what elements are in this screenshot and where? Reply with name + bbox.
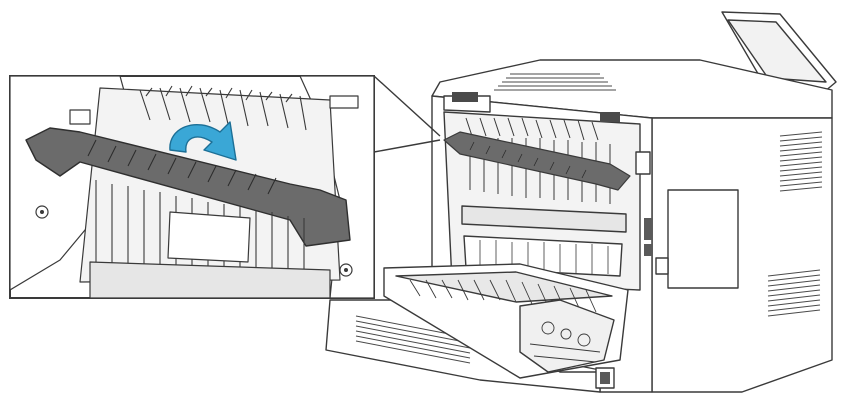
- inset-tab-left: [69, 109, 91, 125]
- detail-inset: [9, 75, 375, 299]
- bracket-dark-right: [600, 112, 620, 122]
- bracket-dark: [452, 92, 478, 102]
- fuser-lever-large: [25, 127, 351, 247]
- printer: [325, 11, 837, 393]
- lever-teeth-large: [87, 139, 277, 195]
- side-vent-lower: [767, 269, 821, 317]
- inset-tab-right: [329, 95, 359, 109]
- rear-label-plate: [635, 151, 651, 175]
- side-vent-upper: [779, 131, 823, 192]
- fuser-roller: [461, 205, 627, 233]
- lever-teeth-small: [469, 141, 587, 179]
- rear-door-ribs: [409, 279, 597, 313]
- curved-arrow-icon: [169, 121, 237, 161]
- callout-leader-lines: [373, 75, 441, 153]
- output-tray-flap: [721, 11, 837, 93]
- inset-center-plate: [167, 211, 251, 263]
- inset-upper-ribs: [139, 85, 307, 131]
- power-socket-icon: [595, 367, 615, 389]
- door-hinge-mechanism: [519, 299, 615, 373]
- side-latch: [655, 257, 669, 275]
- inset-roller: [89, 261, 331, 298]
- usb-port-icon: [644, 218, 652, 256]
- side-access-panel: [667, 189, 739, 289]
- top-vent: [494, 73, 616, 91]
- inset-screws: [35, 205, 353, 277]
